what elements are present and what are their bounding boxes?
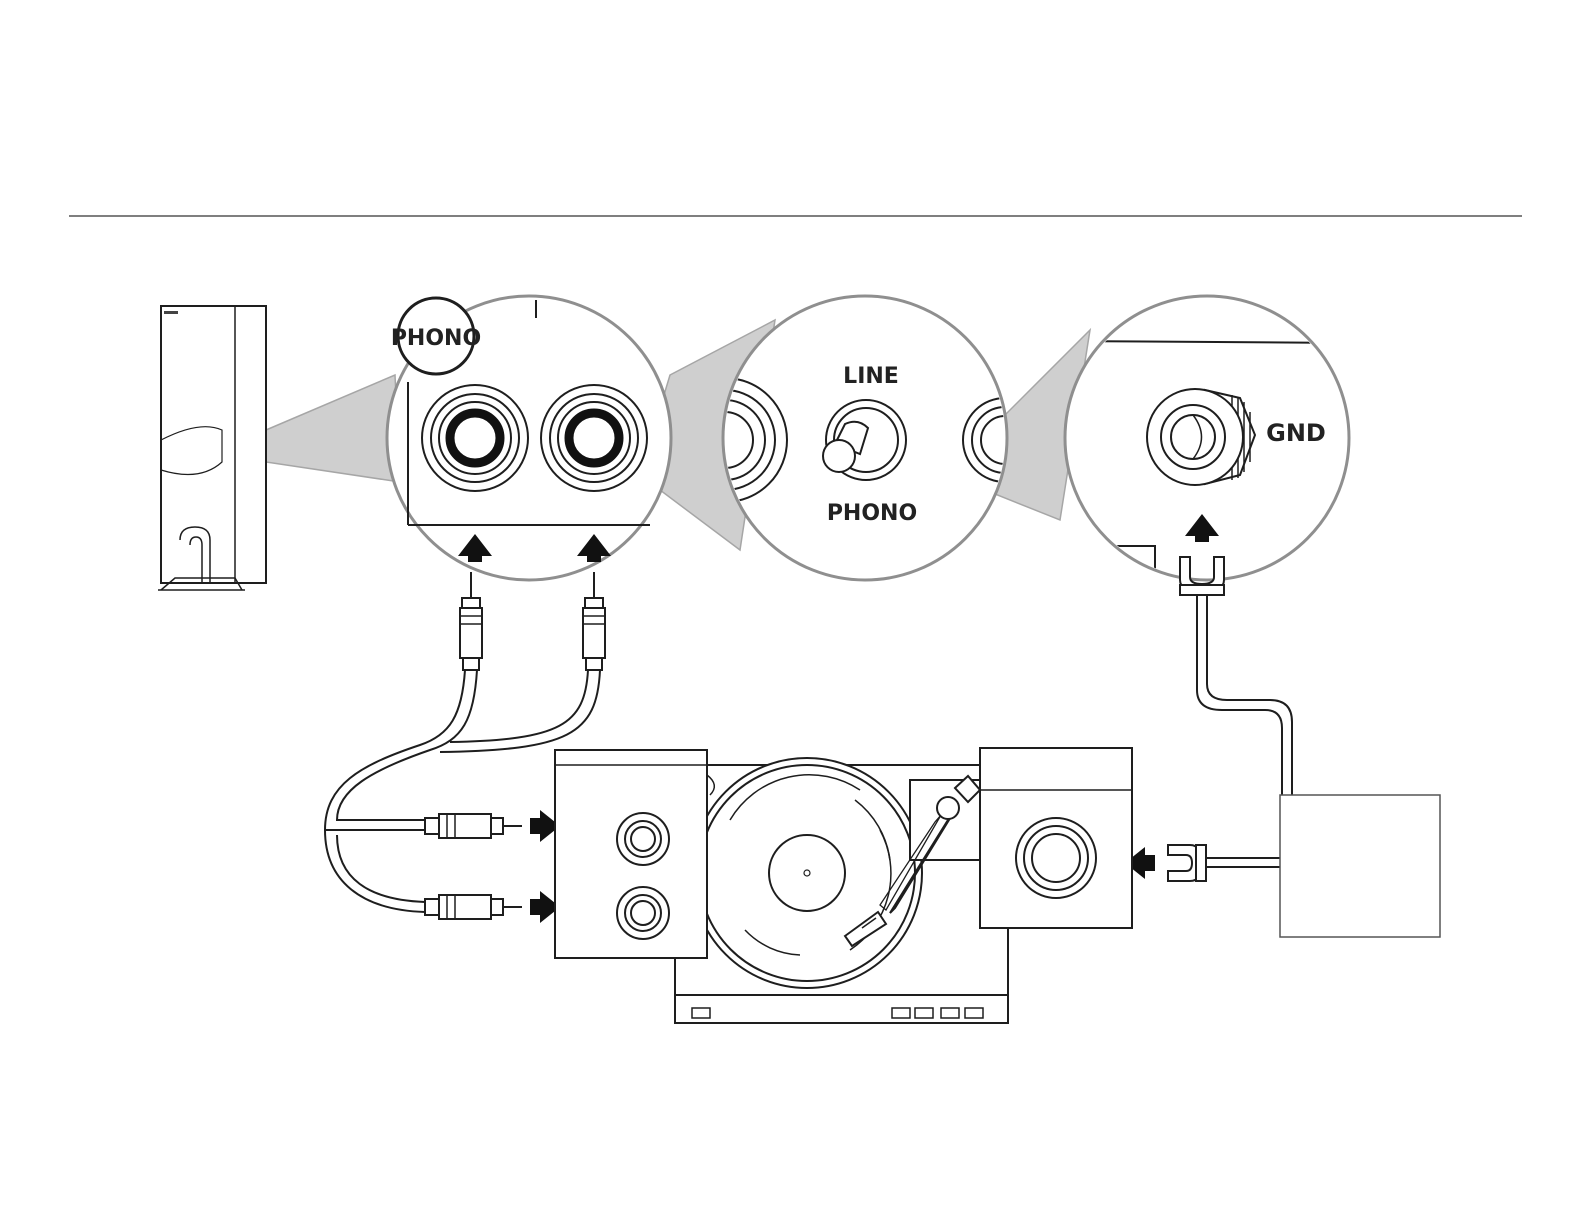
ground-spade-turntable (1168, 845, 1206, 881)
spindle (804, 870, 810, 876)
lens-ground-terminal: GND (1060, 296, 1360, 600)
phono-jack-left (422, 385, 528, 491)
speaker-tower (158, 306, 266, 590)
receiver-box (1280, 795, 1440, 937)
phono-jack-right (541, 385, 647, 491)
rca-plug-right (583, 572, 605, 670)
turntable-output-panel (555, 750, 714, 958)
ground-wire (1180, 557, 1292, 867)
rca-plug-left (460, 572, 482, 670)
switch-phono-label: PHONO (827, 501, 917, 526)
ground-label: GND (1266, 419, 1326, 447)
ground-binding-post (1147, 389, 1255, 485)
turntable-ground-panel (980, 748, 1132, 928)
rca-plug-turntable-bottom (425, 895, 522, 919)
zoom-cone-speaker (266, 375, 400, 482)
switch-line-label: LINE (843, 364, 899, 389)
phono-badge-label: PHONO (391, 326, 481, 351)
rca-plug-turntable-top (425, 814, 522, 838)
turntable (555, 748, 1132, 1023)
